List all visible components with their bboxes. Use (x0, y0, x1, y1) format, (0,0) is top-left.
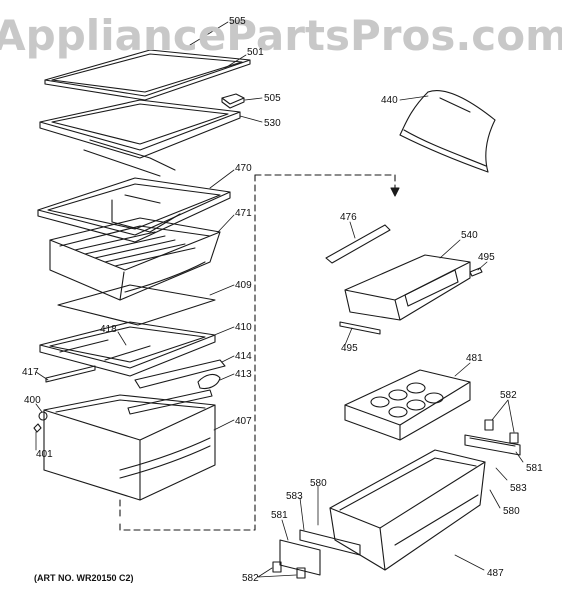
label-501: 501 (247, 47, 264, 58)
rail-476 (325, 224, 391, 264)
label-582-bottom: 582 (242, 573, 259, 584)
clip-505 (221, 93, 245, 109)
art-number: (ART NO. WR20150 C2) (34, 573, 134, 583)
label-505: 505 (264, 93, 281, 104)
clips-582-top (484, 419, 519, 444)
label-583-left: 583 (286, 491, 303, 502)
label-409: 409 (235, 280, 252, 291)
label-580-left: 580 (310, 478, 327, 489)
glass-409 (57, 284, 216, 326)
label-495-right: 495 (478, 252, 495, 263)
label-505-top: 505 (229, 16, 246, 27)
label-410: 410 (235, 322, 252, 333)
label-581-left: 581 (271, 510, 288, 521)
label-400: 400 (24, 395, 41, 406)
label-540: 540 (461, 230, 478, 241)
label-583-right: 583 (510, 483, 527, 494)
knob-400 (38, 411, 48, 421)
arrow-head (390, 187, 400, 197)
pan-frame-470 (37, 177, 231, 243)
label-582-top: 582 (500, 390, 517, 401)
clips-582-bottom (272, 561, 306, 579)
label-414: 414 (235, 351, 252, 362)
pan-471 (49, 217, 221, 301)
label-401: 401 (36, 449, 53, 460)
screw-401 (33, 423, 42, 433)
label-530: 530 (264, 118, 281, 129)
shelf-frame-530 (39, 99, 241, 177)
label-581-right: 581 (526, 463, 543, 474)
cover-440 (399, 90, 496, 173)
lid-481 (344, 369, 471, 441)
dashed-guide (119, 174, 396, 531)
part-labels: 505 501 505 530 440 470 471 476 540 495 … (22, 16, 543, 584)
watermark-text: AppliancePartsPros.com (0, 11, 562, 60)
label-487: 487 (487, 568, 504, 579)
label-495-left: 495 (341, 343, 358, 354)
label-407: 407 (235, 416, 252, 427)
leader-lines (35, 21, 524, 578)
label-471: 471 (235, 208, 252, 219)
label-470: 470 (235, 163, 252, 174)
glass-shelf-501 (44, 49, 251, 101)
humidity-slide-413 (197, 373, 221, 390)
label-417: 417 (22, 367, 39, 378)
slide-rail-left (279, 529, 361, 576)
drawer-407 (43, 394, 216, 501)
label-476: 476 (340, 212, 357, 223)
label-413: 413 (235, 369, 252, 380)
rod-417 (45, 365, 96, 383)
crisper-rail-414 (134, 359, 226, 389)
label-481: 481 (466, 353, 483, 364)
label-440: 440 (381, 95, 398, 106)
drawer-487 (329, 449, 486, 571)
bar-lower (127, 389, 213, 415)
rail-495-left (339, 321, 381, 335)
label-580-right: 580 (503, 506, 520, 517)
slide-rail-right (464, 434, 521, 456)
rail-495-right (469, 267, 483, 277)
label-418: 418 (100, 324, 117, 335)
tray-540 (344, 254, 471, 321)
